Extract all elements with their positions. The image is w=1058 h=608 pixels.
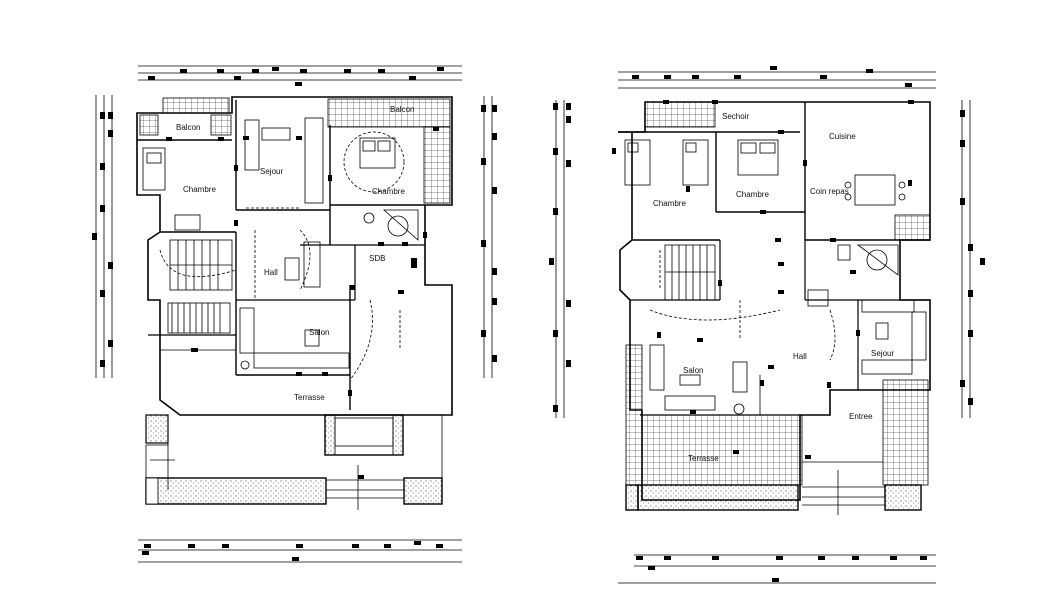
- label-balcon-left: Balcon: [176, 123, 200, 132]
- right-top-dimension: [618, 71, 936, 89]
- label-entree: Entree: [849, 412, 873, 421]
- label-terrasse-right: Terrasse: [688, 454, 719, 463]
- label-sejour-right: Sejour: [871, 349, 894, 358]
- label-chambre-right-left: Chambre: [653, 199, 686, 208]
- label-hall-left: Hall: [264, 268, 278, 277]
- left-floor-plan: [95, 65, 493, 563]
- label-chambre-right: Chambre: [372, 187, 405, 196]
- right-right-dimension: [961, 100, 971, 418]
- label-cuisine: Cuisine: [829, 132, 856, 141]
- left-terrace-stair: [167, 302, 231, 334]
- label-sejour-left: Sejour: [260, 167, 283, 176]
- right-left-dimension: [555, 100, 565, 418]
- label-terrasse-left: Terrasse: [294, 393, 325, 402]
- right-outer-wall: [618, 101, 931, 501]
- left-dimension-markers: [92, 67, 497, 561]
- label-balcon-right: Balcon: [390, 105, 414, 114]
- right-bottom-dimension: [618, 554, 936, 584]
- left-bottom-dimension: [138, 539, 462, 563]
- label-hall-right: Hall: [793, 352, 807, 361]
- label-chambre-right-mid: Chambre: [736, 190, 769, 199]
- label-sdb: SDB: [369, 254, 385, 263]
- label-sechoir: Sechoir: [722, 112, 749, 121]
- label-salon-right: Salon: [683, 366, 703, 375]
- right-floor-plan: [555, 71, 971, 584]
- left-outer-wall: [136, 96, 453, 416]
- left-room-labels: Balcon Balcon Chambre Sejour Chambre SDB…: [176, 105, 414, 402]
- right-room-labels: Sechoir Cuisine Chambre Chambre Coin rep…: [653, 112, 894, 463]
- label-salon-left: Salon: [309, 328, 329, 337]
- right-stair: [664, 244, 716, 301]
- left-stair: [169, 239, 233, 291]
- left-side-dimension: [95, 95, 113, 378]
- label-chambre-left: Chambre: [183, 185, 216, 194]
- right-dimension-markers: [549, 66, 985, 582]
- label-coin-repas: Coin repas: [810, 187, 849, 196]
